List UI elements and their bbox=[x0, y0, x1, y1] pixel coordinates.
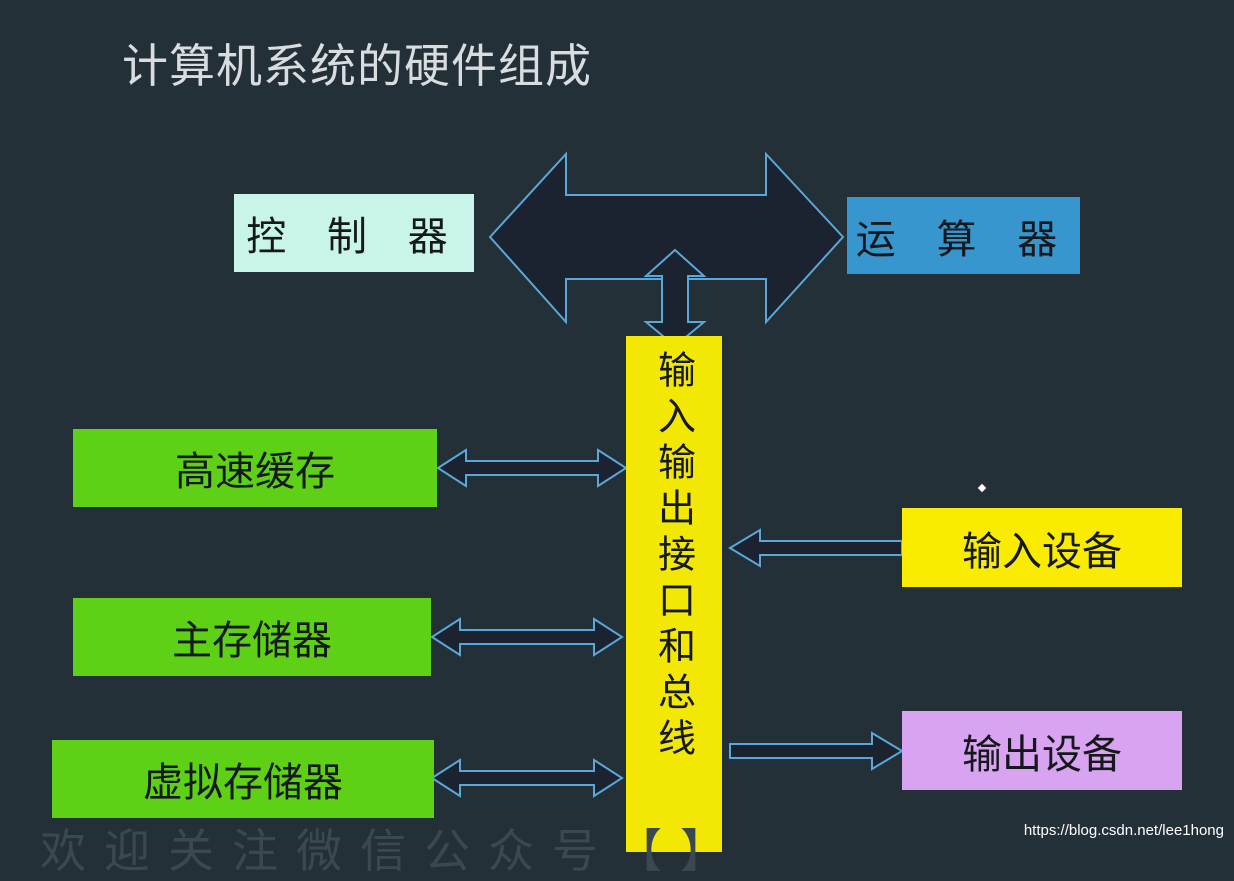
input-device-arrow bbox=[728, 528, 903, 568]
source-url: https://blog.csdn.net/lee1hong bbox=[1023, 822, 1224, 839]
controller-box: 控 制 器 bbox=[234, 194, 474, 272]
io-bus-label: 输入输出接口和总线 bbox=[651, 350, 696, 764]
cache-box: 高速缓存 bbox=[73, 429, 437, 507]
io-bus-box: 输入输出接口和总线 bbox=[626, 336, 722, 852]
virtmem-bus-double-arrow bbox=[430, 758, 624, 798]
main-memory-box: 主存储器 bbox=[73, 598, 431, 676]
input-device-box: 输入设备 bbox=[902, 508, 1182, 587]
alu-box: 运 算 器 bbox=[847, 197, 1080, 274]
output-device-arrow bbox=[729, 731, 904, 771]
virtual-memory-box: 虚拟存储器 bbox=[52, 740, 434, 818]
cursor-dot bbox=[977, 483, 987, 493]
output-device-box: 输出设备 bbox=[902, 711, 1182, 790]
diagram-title: 计算机系统的硬件组成 bbox=[122, 39, 592, 93]
cache-bus-double-arrow bbox=[436, 448, 628, 488]
mainmem-bus-double-arrow bbox=[430, 617, 624, 657]
watermark-text: 欢迎关注微信公众号【】 bbox=[40, 824, 744, 878]
controller-alu-double-arrow bbox=[488, 151, 845, 325]
